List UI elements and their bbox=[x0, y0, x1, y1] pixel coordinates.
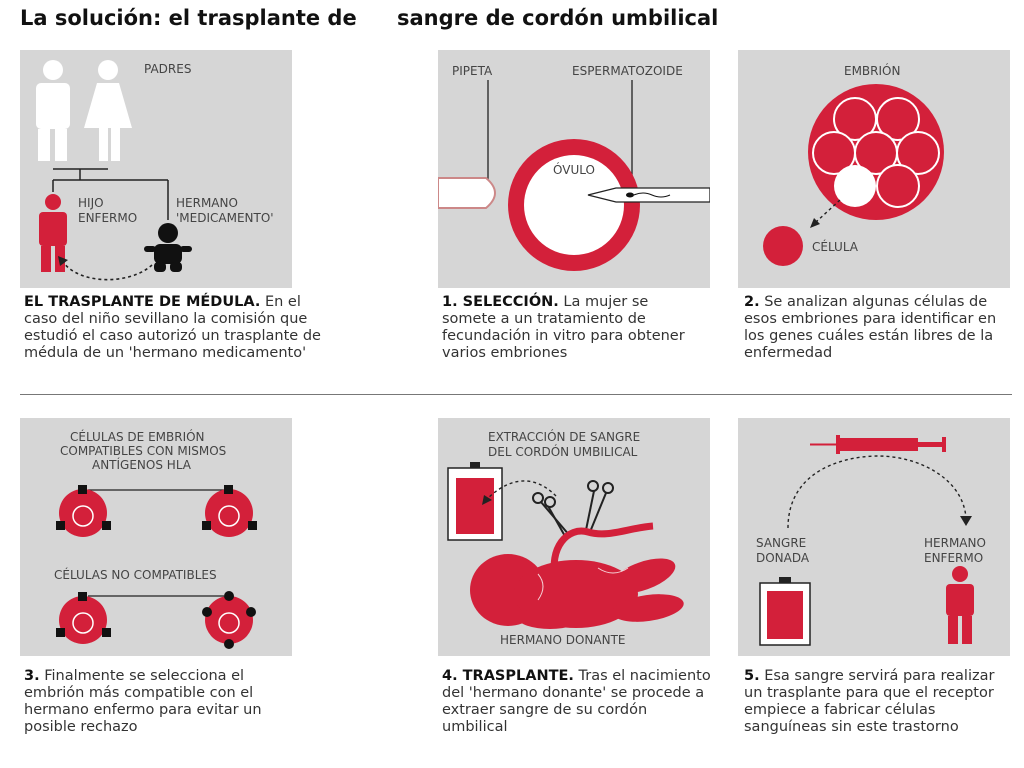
mother-figure bbox=[84, 60, 132, 161]
donated-blood-bag-icon bbox=[759, 577, 811, 646]
panel-result: SANGRE DONADA HERMANO ENFERMO bbox=[738, 418, 1010, 656]
label-compatibles-2: COMPATIBLES CON MISMOS bbox=[60, 444, 227, 458]
syringe-icon bbox=[810, 435, 946, 454]
caption-result-title: 5. bbox=[744, 668, 760, 684]
label-ovulo: ÓVULO bbox=[553, 163, 595, 177]
caption-compatibility: 3. Finalmente se selecciona el embrión m… bbox=[24, 668, 294, 736]
caption-result-text: Esa sangre servirá para realizar un tras… bbox=[744, 668, 995, 735]
label-enfermo-2: ENFERMO bbox=[924, 551, 984, 565]
noncompatible-cell-left bbox=[56, 592, 111, 644]
panel-selection: PIPETA ESPERMATOZOIDE ÓVULO bbox=[438, 50, 710, 288]
label-espermatozoide: ESPERMATOZOIDE bbox=[572, 64, 683, 78]
newborn-silhouette bbox=[470, 554, 684, 629]
label-enfermo-1: HERMANO bbox=[924, 536, 986, 550]
caption-selection-title: 1. SELECCIÓN. bbox=[442, 294, 559, 310]
caption-compatibility-text: Finalmente se selecciona el embrión más … bbox=[24, 668, 262, 735]
result-illustration bbox=[759, 435, 974, 646]
label-hermano-2: 'MEDICAMENTO' bbox=[176, 211, 274, 225]
blood-bag-icon bbox=[447, 462, 503, 541]
caption-marrow: EL TRASPLANTE DE MÉDULA. En el caso del … bbox=[24, 294, 324, 362]
caption-marrow-text: En el caso del niño sevillano la comisió… bbox=[24, 294, 321, 361]
label-compatibles-1: CÉLULAS DE EMBRIÓN bbox=[70, 430, 205, 444]
embryo-illustration bbox=[763, 84, 944, 266]
panel-compatibility: CÉLULAS DE EMBRIÓN COMPATIBLES CON MISMO… bbox=[20, 418, 292, 656]
caption-selection-text: La mujer se somete a un tratamiento de f… bbox=[442, 294, 685, 361]
extracted-cell bbox=[763, 226, 803, 266]
label-extraccion-2: DEL CORDÓN UMBILICAL bbox=[488, 445, 638, 459]
panel-transplant: EXTRACCIÓN DE SANGRE DEL CORDÓN UMBILICA… bbox=[438, 418, 710, 656]
family-illustration bbox=[36, 60, 192, 281]
label-sangre-2: DONADA bbox=[756, 551, 810, 565]
label-compatibles-3: ANTÍGENOS HLA bbox=[92, 458, 191, 472]
hla-illustration bbox=[56, 485, 257, 649]
label-embrion: EMBRIÓN bbox=[844, 64, 901, 78]
panel-marrow-transplant: PADRES HIJO ENFERMO HERMANO 'MEDICAMENTO… bbox=[20, 50, 292, 288]
family-tree-lines bbox=[52, 168, 169, 220]
umbilical-illustration bbox=[447, 462, 684, 629]
label-pipeta: PIPETA bbox=[452, 64, 493, 78]
caption-transplant-text: Tras el nacimiento del 'hermano donante'… bbox=[442, 668, 711, 735]
caption-analysis-title: 2. bbox=[744, 294, 760, 310]
section-divider bbox=[20, 394, 1012, 395]
label-hermano-1: HERMANO bbox=[176, 196, 238, 210]
caption-compatibility-title: 3. bbox=[24, 668, 40, 684]
caption-transplant: 4. TRASPLANTE. Tras el nacimiento del 'h… bbox=[442, 668, 712, 736]
donation-arrow bbox=[62, 261, 153, 281]
sick-sibling-figure bbox=[946, 566, 974, 644]
label-hermano-donante: HERMANO DONANTE bbox=[500, 633, 626, 647]
baby-figure bbox=[144, 223, 192, 272]
caption-marrow-title: EL TRASPLANTE DE MÉDULA. bbox=[24, 294, 261, 310]
label-celula: CÉLULA bbox=[812, 240, 859, 254]
label-sangre-1: SANGRE bbox=[756, 536, 807, 550]
label-no-compatibles: CÉLULAS NO COMPATIBLES bbox=[54, 568, 217, 582]
caption-analysis: 2. Se analizan algunas células de esos e… bbox=[744, 294, 1014, 362]
label-hijo-2: ENFERMO bbox=[78, 211, 138, 225]
embryo-cells bbox=[812, 97, 940, 208]
label-hijo-1: HIJO bbox=[78, 196, 104, 210]
noncompatible-cell-right bbox=[202, 591, 256, 649]
caption-selection: 1. SELECCIÓN. La mujer se somete a un tr… bbox=[442, 294, 702, 362]
pipette bbox=[438, 177, 496, 209]
label-padres: PADRES bbox=[144, 62, 192, 76]
father-figure bbox=[36, 60, 70, 161]
title-right: sangre de cordón umbilical bbox=[397, 6, 719, 30]
scissors-icon bbox=[532, 480, 614, 539]
panel-analysis: EMBRIÓN CÉLULA bbox=[738, 50, 1010, 288]
caption-result: 5. Esa sangre servirá para realizar un t… bbox=[744, 668, 1014, 736]
sperm-needle bbox=[587, 187, 710, 203]
title-left: La solución: el trasplante de bbox=[20, 6, 357, 30]
compatible-cell-left bbox=[56, 485, 111, 537]
extracted-cell-slot bbox=[834, 165, 876, 207]
umbilical-cord bbox=[550, 522, 654, 581]
caption-transplant-title: 4. TRASPLANTE. bbox=[442, 668, 574, 684]
compatible-cell-right bbox=[202, 485, 257, 537]
label-extraccion-1: EXTRACCIÓN DE SANGRE bbox=[488, 430, 641, 444]
ivf-illustration bbox=[438, 80, 710, 271]
caption-analysis-text: Se analizan algunas células de esos embr… bbox=[744, 294, 997, 361]
